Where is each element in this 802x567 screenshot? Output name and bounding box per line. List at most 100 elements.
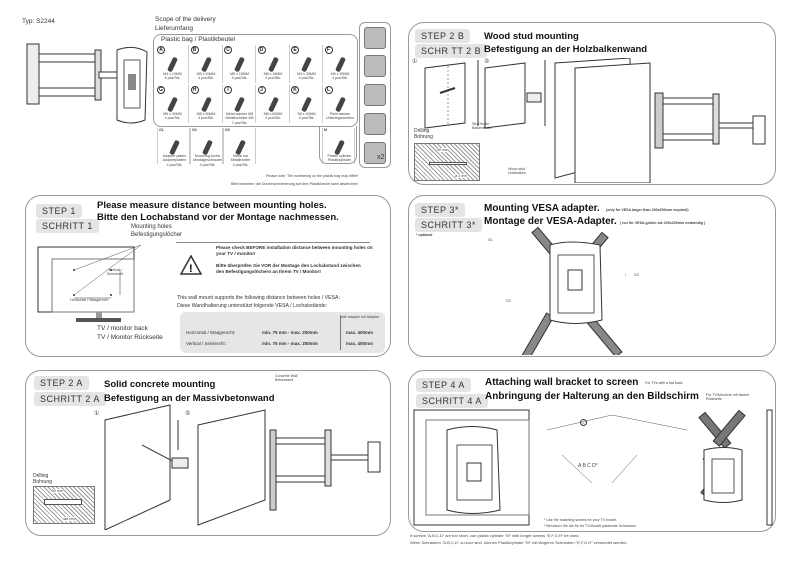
part-icon [235,139,246,156]
two-persons-icon: x2 [364,142,386,164]
step4a-sub-en: For TVs with a flat back [645,381,683,385]
use-screws-de: * Benutzen Sie die für Ihr TV-Modell pas… [544,524,638,528]
row-vertical-adapter: max. 400mm [346,341,374,346]
drill-depth: 50 mm [437,148,448,153]
step2a-title-de: Befestigung an der Massivbetonwand [104,393,275,404]
vertical-label: Vertical / Senkrecht [106,268,124,277]
wrench-icon [364,27,386,49]
step3-label: STEP 3* [415,203,465,217]
step2a-label: STEP 2 A [34,376,89,390]
part-spec: Plain washer Unterlegscheiben [326,112,354,121]
i-label: I [625,273,626,277]
part-letter: K [291,86,299,94]
step4a-label: STEP 4 A [416,378,471,392]
tv-back-de: TV / Monitor Rückseite [97,334,163,341]
screw-icon [334,56,346,73]
step-number-2: ② [484,59,490,65]
part-letter: F [324,46,333,54]
adapter-header: with adapter mit Adapter [340,315,380,319]
footnote-de: Wenn Schrauben "A,B,C,D" zu kurz sind, k… [410,540,628,545]
part-icon [169,139,180,156]
row-vertical-label: Vertical / Senkrecht : [186,341,228,346]
screw-icon [267,96,279,113]
optional-label: * optional [416,233,433,237]
step2b-title-de: Befestigung an der Holzbalkenwand [484,44,648,55]
step1-label: STEP 1 [36,204,82,218]
step2a-title-en: Solid concrete mounting [104,379,216,390]
screw-icon [234,96,245,113]
part-icon [202,139,213,156]
step4a-title-en: Attaching wall bracket to screen [485,377,639,388]
level-icon [364,113,386,135]
note-en: Please note: The numbering on the plasti… [266,174,358,178]
schritt3-label: SCHRITT 3* [415,218,482,232]
drilling-label: Drilling Bohrung [414,128,433,140]
vesa-table: with adapter mit Adapter Horizontal / Wa… [180,312,385,353]
part-letter: A [157,46,165,54]
step3-note-en: (only for VESA larger than 200x200mm req… [606,208,689,212]
step4a-sub-de: Für TV/Monitore mit flacher Rückseite [706,393,750,402]
step3-note-de: ( nur für VESA größer als 200x200mm notw… [620,221,706,225]
row-vertical-range: min. 75 mm - max. 200mm [262,341,318,346]
parts-bag-box [153,34,358,127]
part-id: G2 [192,128,197,132]
step1-title-en: Please measure distance between mounting… [97,200,327,211]
scope-en: Scope of the delivery [155,16,216,23]
part-letter: D [257,46,266,54]
drill-depth: 50 mm [52,489,63,494]
tv-back-en: TV / monitor back [97,325,148,332]
schritt2a-label: SCHRITT 2 A [34,392,106,406]
drilling-diagram: 50 mm ø8 mm [33,486,95,524]
drilling-label: Drilling Bohrung [33,473,52,485]
part-id: G1 [159,128,164,132]
horizontal-label: Horizontal / Waagerecht [70,298,109,302]
part-letter: L [324,86,333,94]
concrete-drilling-illustration [104,404,381,530]
part-letter: J [257,86,266,94]
stud-finder-label: Stud finder Balkenfinder [472,122,492,131]
drill-diameter: ø 3 mm [455,174,468,179]
note-de: Bitte beachten: die Durchnummerierung au… [231,182,358,186]
l-label: L [580,419,587,426]
wood-stud-illustration [424,58,766,183]
screw-icon [200,56,212,73]
step3-title-en: Mounting VESA adapter. [484,203,600,214]
step-number-1: ① [412,59,418,65]
part-id: G3 [225,128,230,132]
g1-label: G1 [488,238,493,242]
svg-text:!: ! [189,263,193,275]
screw-icon [301,96,312,113]
vesa-adapter-illustration [520,226,623,355]
scope-de: Lieferumfang [155,25,193,32]
use-screws-en: * Use the matching screws for your TV mo… [544,518,618,522]
warning-en: Please check BEFORE installation distanc… [216,245,373,257]
screw-icon [334,96,346,113]
part-letter: C [224,46,232,54]
schritt2b-label: SCHR TT 2 B [415,44,488,58]
part-spec: Plastic cylinder Plastikzylinder [327,154,352,163]
schritt4a-label: SCHRITT 4 A [416,394,488,408]
m-part-box [319,126,357,164]
